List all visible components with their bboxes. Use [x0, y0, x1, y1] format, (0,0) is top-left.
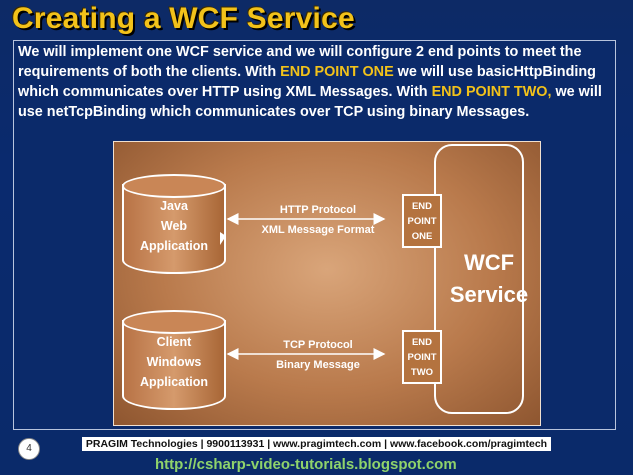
para-text-3: we will use netTcpBinding which communic… [18, 84, 602, 120]
mouse-cursor-icon [220, 232, 226, 245]
ep1-line1: END [411, 201, 433, 212]
proto1-line1: HTTP Protocol [279, 204, 357, 216]
service-line1: WCF [463, 250, 515, 275]
slide-paragraph: We will implement one WCF service and we… [18, 42, 614, 122]
para-text-1: We will implement one WCF service and we… [18, 44, 582, 80]
ep2-line1: END [411, 337, 433, 348]
http-protocol-label: HTTP Protocol XML Message Format [248, 200, 388, 240]
slide-title: Creating a WCF Service [12, 2, 355, 35]
endpoint-one-box: END POINT ONE [402, 194, 442, 248]
footer-bar: PRAGIM Technologies | 9900113931 | www.p… [82, 437, 551, 451]
para-text-2: we will use basicHttpBinding which commu… [18, 64, 596, 100]
endpoint-two-box: END POINT TWO [402, 330, 442, 384]
connection-arrows [226, 213, 386, 360]
para-endpoint-one: END POINT ONE [280, 64, 394, 80]
client2-line1: Client [156, 335, 192, 349]
ep2-line3: TWO [410, 367, 434, 378]
wcf-service-label: WCF Service [434, 247, 544, 311]
architecture-diagram: Java Web Application Client Windows Appl… [113, 141, 541, 426]
client1-line2: Web [160, 219, 188, 233]
tcp-protocol-label: TCP Protocol Binary Message [248, 335, 388, 375]
ep2-line2: POINT [407, 352, 437, 363]
client2-line3: Application [139, 375, 209, 389]
proto2-line2: Binary Message [276, 359, 360, 371]
footer-url-link[interactable]: http://csharp-video-tutorials.blogspot.c… [155, 456, 457, 473]
client1-line1: Java [160, 199, 188, 213]
client1-line3: Application [139, 239, 209, 253]
ep1-line3: ONE [411, 231, 433, 242]
proto1-line2: XML Message Format [261, 224, 375, 236]
para-endpoint-two: END POINT TWO, [431, 84, 552, 100]
service-line2: Service [449, 282, 529, 307]
ep1-line2: POINT [407, 216, 437, 227]
proto2-line1: TCP Protocol [283, 339, 353, 351]
wcf-service-boundary [434, 144, 524, 414]
client2-line2: Windows [146, 355, 202, 369]
content-box: We will implement one WCF service and we… [13, 40, 616, 430]
page-number: 4 [18, 438, 40, 460]
